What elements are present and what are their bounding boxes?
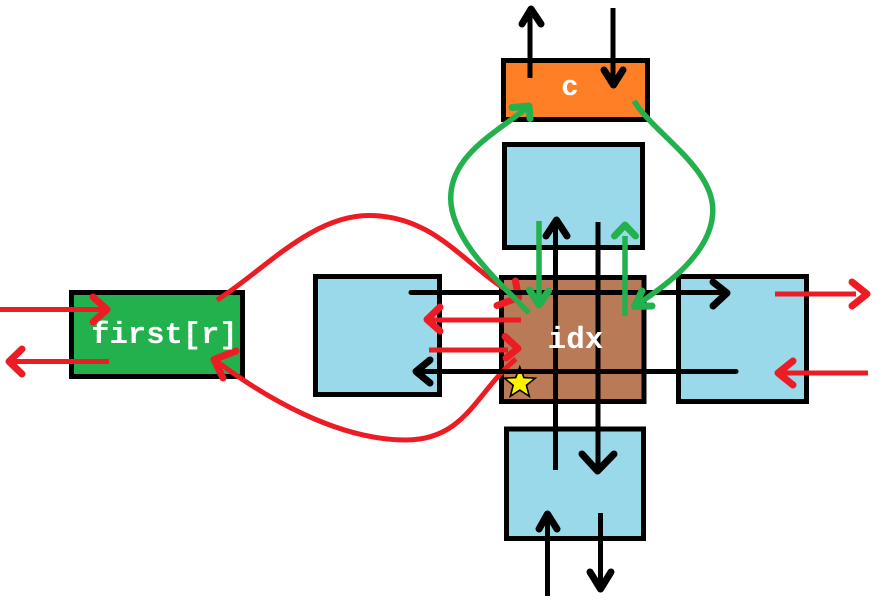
- svg-text:first[r]: first[r]: [91, 319, 237, 353]
- svg-text:idx: idx: [548, 323, 604, 358]
- svg-text:c: c: [561, 71, 578, 104]
